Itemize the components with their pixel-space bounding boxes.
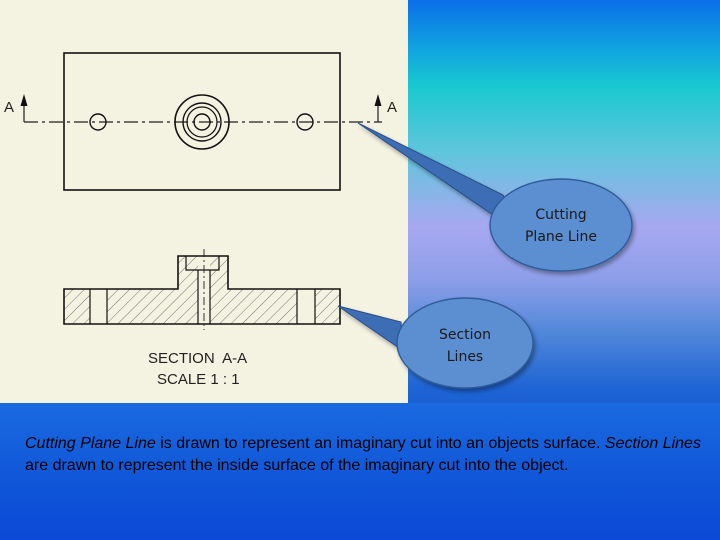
hatch-boss-left <box>178 256 198 289</box>
arrow-right-icon <box>374 94 382 106</box>
hatch-right-mid <box>210 289 297 324</box>
top-view-outline <box>63 52 341 191</box>
section-title: SECTION A-A <box>148 350 247 367</box>
hole-right <box>296 113 314 131</box>
marker-left: A <box>4 99 14 116</box>
top-view: A A <box>4 52 397 191</box>
callout-cutting-plane-line2: Plane Line <box>525 229 597 245</box>
section-view: SECTION A-A SCALE 1 : 1 <box>63 249 341 388</box>
hatch-boss-right <box>210 256 228 289</box>
caption-term-section-lines: Section Lines <box>604 435 701 452</box>
hole-left <box>89 113 107 131</box>
callout-cutting-plane-line1: Cutting <box>535 207 586 223</box>
boss-outer <box>174 94 230 150</box>
callout-section-lines-bubble <box>396 297 534 389</box>
callout-section-lines <box>337 297 534 389</box>
section-scale: SCALE 1 : 1 <box>157 371 240 388</box>
marker-right: A <box>387 99 397 116</box>
caption-band <box>0 403 720 540</box>
callout-cutting-plane-bubble <box>489 178 633 272</box>
boss-hole <box>193 113 211 131</box>
arrow-left-icon <box>20 94 28 106</box>
hatch-left-mid <box>107 289 198 324</box>
callout-section-lines-line2: Lines <box>447 349 483 365</box>
callout-section-lines-line1: Section <box>439 327 491 343</box>
caption: Cutting Plane Line is drawn to represent… <box>25 433 705 477</box>
counterbore <box>185 256 220 271</box>
boss-inner-ring <box>186 106 218 138</box>
hatch-right-end <box>315 289 340 324</box>
caption-text-2: are drawn to represent the inside surfac… <box>25 457 569 474</box>
callout-cutting-plane <box>357 122 633 272</box>
callout-section-lines-pointer <box>337 305 403 351</box>
caption-term-cutting-plane: Cutting Plane Line <box>25 435 156 452</box>
boss-middle <box>182 102 222 142</box>
section-outline <box>63 255 341 325</box>
hatch-left-end <box>64 289 90 324</box>
caption-text-1: is drawn to represent an imaginary cut i… <box>155 435 605 452</box>
